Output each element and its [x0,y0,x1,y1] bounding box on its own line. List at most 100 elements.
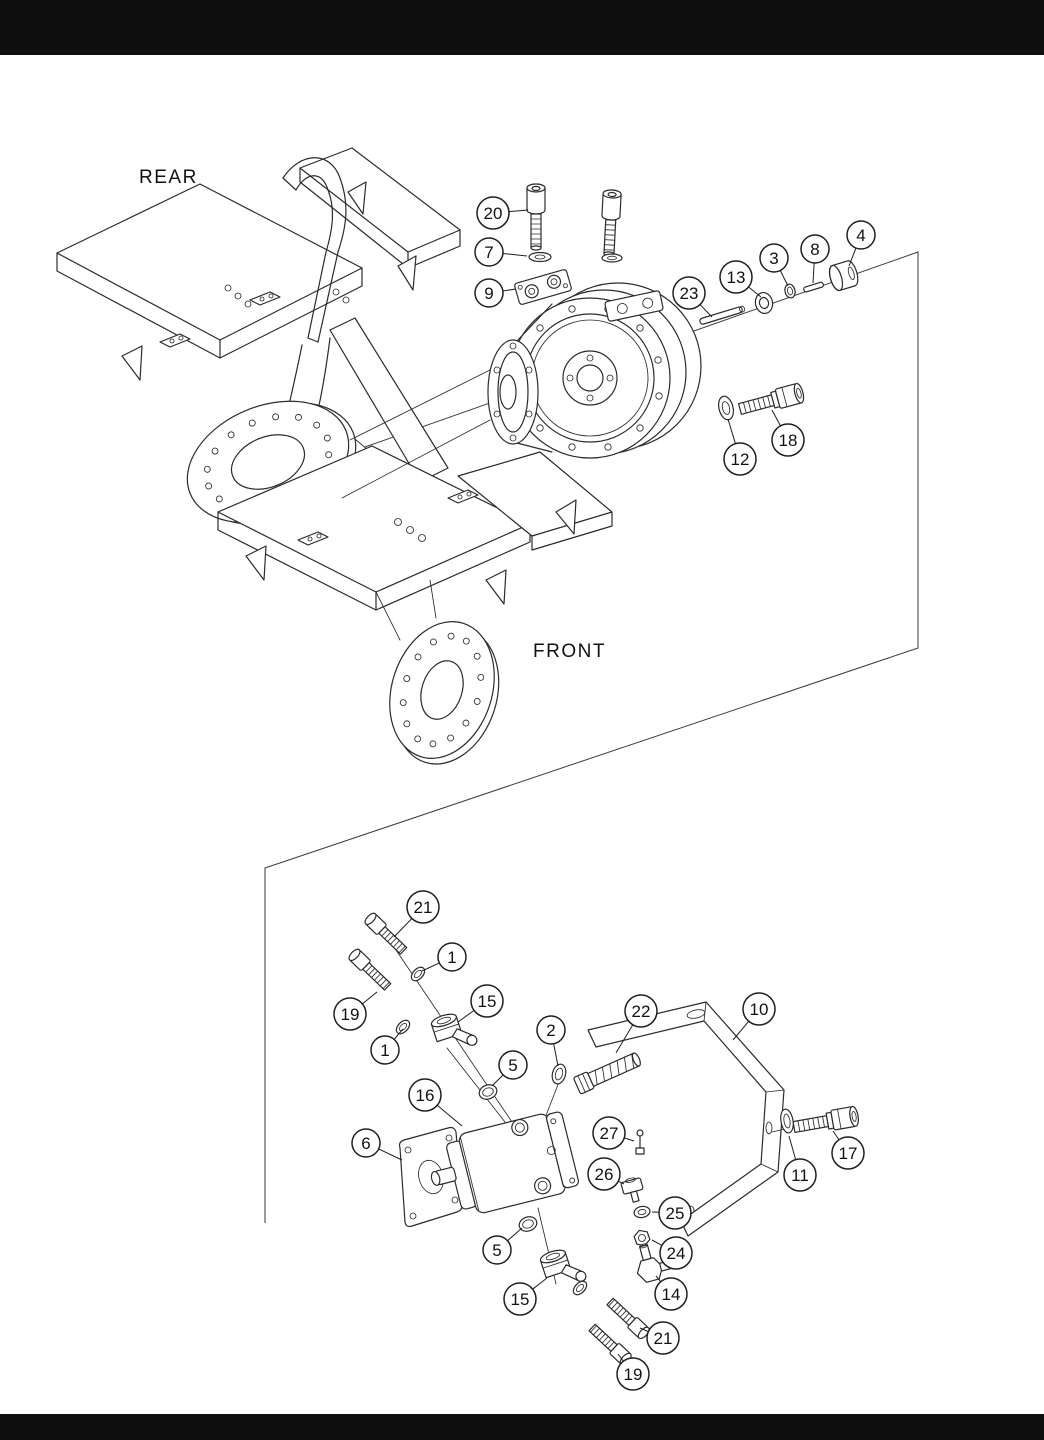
callout-circle [759,243,789,273]
line-art [635,1147,645,1155]
line-art [563,283,568,289]
callout-15: 15 [503,1277,548,1316]
callout-circle [624,994,658,1028]
line-art [721,401,731,415]
callout-circle [370,1035,400,1065]
pin-8 [803,281,824,293]
callout-circle [474,237,504,267]
o-ring-5b [518,1216,538,1232]
line-art [473,698,481,705]
callout-circle [351,1128,381,1158]
line-art [497,351,529,433]
line-art [313,421,321,429]
callout-number: 20 [484,204,503,223]
callout-15: 15 [457,984,504,1023]
callout-number: 21 [654,1329,673,1348]
washer-11 [780,1108,794,1134]
callout-circle [437,942,467,972]
line-art [828,260,859,292]
callout-number: 1 [447,948,456,967]
line-art [413,969,423,979]
callout-circle [587,1157,621,1191]
callout-leader-line [507,1227,523,1242]
callout-17: 17 [831,1130,865,1170]
callout-number: 26 [595,1165,614,1184]
callout-6: 6 [351,1128,403,1161]
line-art [847,266,855,281]
line-art [466,491,472,497]
callout-24: 24 [651,1236,693,1270]
line-art [485,569,507,605]
line-art [783,1113,791,1129]
line-art [404,1146,412,1154]
line-art [604,290,664,322]
line-art [493,366,501,374]
line-art [477,673,485,681]
callout-leader-line [699,304,713,318]
line-art [203,465,211,473]
bolt-21b [604,1295,652,1342]
line-art [248,419,256,427]
callout-circle [474,278,504,308]
line-art [323,434,331,442]
line-art [403,720,411,728]
callout-7: 7 [474,237,528,267]
line-art [587,1052,640,1087]
callout-leader-line [655,1275,662,1283]
line-art [550,1118,557,1125]
line-art [259,296,265,302]
line-art [828,264,844,292]
line-art [569,1177,576,1184]
callout-9: 9 [474,278,517,308]
line-art [604,443,612,451]
line-art [546,1146,556,1156]
callout-2: 2 [536,1015,566,1067]
bolt-21 [362,910,410,957]
line-art [121,345,143,381]
line-art [551,1063,567,1085]
washer-13 [754,291,774,315]
callout-circle [408,1078,442,1112]
elbow-fitting-15a [429,1007,479,1057]
line-art [517,284,523,290]
line-art [457,494,463,500]
line-art [601,253,623,263]
callout-leader-line [457,1009,475,1023]
callout-number: 2 [546,1021,555,1040]
callout-14: 14 [654,1275,688,1311]
callout-circle [659,1236,693,1270]
line-art [631,1052,641,1067]
pump-body-16 [430,1111,580,1214]
line-art [230,434,306,490]
gear-pump-drawing [395,949,795,1285]
line-art [429,638,437,646]
callout-leader-line [727,418,736,444]
callout-leader-line [393,1028,404,1040]
callout-circle [616,1357,650,1391]
line-art [586,354,594,362]
bottom-black-bar [0,1414,1044,1440]
nut-24 [633,1229,651,1247]
line-art [606,374,614,382]
bushing-4 [828,260,859,292]
line-art [430,1170,441,1186]
line-art [341,369,491,499]
callout-circle [742,992,776,1026]
o-ring-5a [478,1084,498,1100]
line-art [332,288,340,296]
callout-circle [406,890,440,924]
line-art [445,1134,453,1142]
manifold-block-9 [514,269,572,305]
line-art [625,1177,636,1183]
callout-number: 21 [414,898,433,917]
callout-19: 19 [333,991,378,1031]
callout-25: 25 [651,1196,692,1230]
line-art [642,297,654,309]
line-art [536,324,544,332]
callout-leader-line [436,1104,463,1127]
washer-12 [718,395,734,421]
callout-number: 15 [478,992,497,1011]
line-art [525,410,533,418]
line-art [537,1180,548,1191]
